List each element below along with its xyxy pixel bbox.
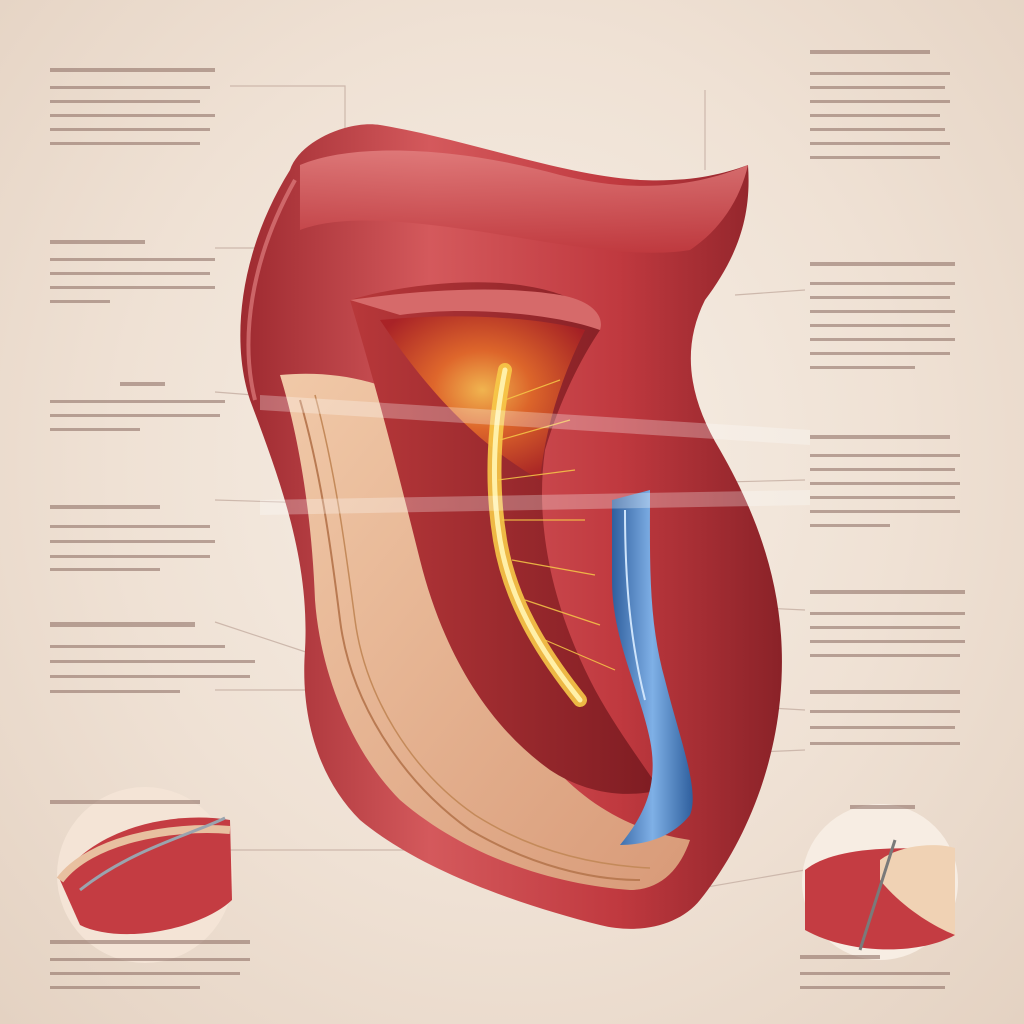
nerve-cluster — [487, 363, 616, 707]
label-block-left-6 — [50, 800, 200, 804]
label-block-right-7 — [800, 955, 880, 959]
blood-vessel — [612, 490, 693, 845]
label-block-left-1 — [50, 68, 215, 72]
label-block-right-3 — [810, 435, 950, 439]
left-detail-inset — [56, 787, 233, 963]
label-block-right-6 — [850, 805, 915, 809]
label-block-right-4 — [810, 590, 965, 594]
label-block-left-7 — [50, 940, 250, 944]
label-block-left-3 — [120, 382, 165, 386]
label-block-right-2 — [810, 262, 955, 266]
label-block-left-4 — [50, 505, 160, 509]
label-block-right-1 — [810, 50, 930, 54]
right-detail-inset — [802, 804, 958, 960]
cross-section-planes — [260, 395, 810, 515]
label-block-left-2 — [50, 240, 145, 244]
label-block-left-5 — [50, 622, 195, 627]
callout-labels — [50, 50, 965, 989]
label-block-right-5 — [810, 690, 960, 694]
fat-layer — [280, 373, 690, 890]
